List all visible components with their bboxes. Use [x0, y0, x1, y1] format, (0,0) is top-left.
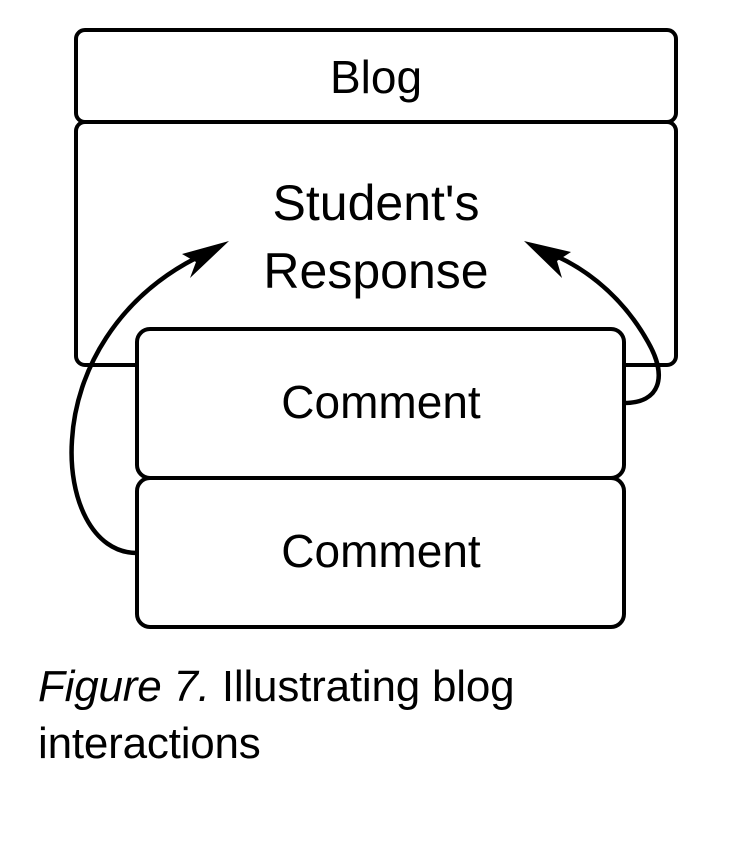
blog-node[interactable]: Blog Student's Response	[74, 28, 678, 367]
figure-caption-space	[210, 662, 222, 711]
comment-node-1[interactable]: Comment	[135, 327, 626, 480]
figure-caption: Figure 7. Illustrating blog interactions	[38, 658, 708, 772]
arrow-head-left	[182, 241, 229, 278]
student-response-line1: Student's	[273, 175, 480, 231]
arrow-curve-right	[537, 246, 661, 406]
blog-interaction-diagram: Blog Student's Response Comment Comment	[69, 28, 678, 629]
comment-label-1: Comment	[281, 376, 481, 428]
arrow-head-right	[524, 241, 571, 278]
student-response-line2: Response	[263, 243, 488, 299]
arrow-comment-1-to-response	[524, 241, 661, 406]
blog-title-label: Blog	[330, 51, 422, 103]
comment-box-2[interactable]	[135, 476, 626, 629]
figure-caption-text: Illustrating blog interactions	[38, 662, 515, 769]
arrow-comment-2-to-response	[69, 241, 229, 556]
comment-label-2: Comment	[281, 525, 481, 577]
arrow-curve-left	[69, 255, 198, 556]
comment-node-2[interactable]: Comment	[135, 476, 626, 629]
figure-caption-label: Figure 7.	[38, 662, 210, 711]
